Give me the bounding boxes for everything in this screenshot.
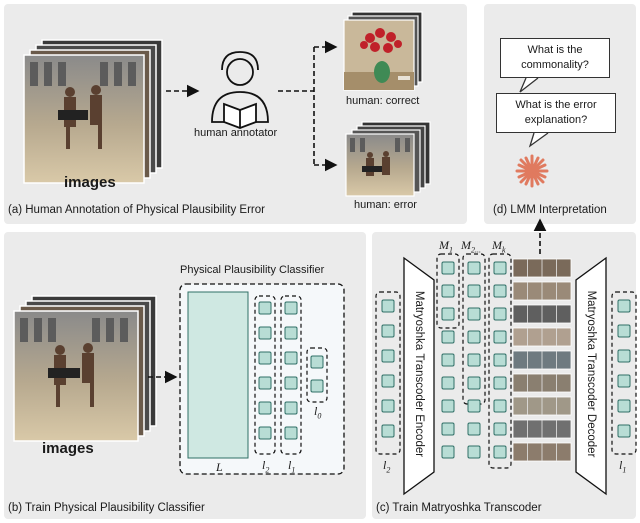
neuron-l0 xyxy=(310,355,324,369)
human-annotator-icon xyxy=(211,51,269,129)
image-stack-a xyxy=(23,39,163,184)
layer-l0-label: l0 xyxy=(314,404,322,421)
image-stack-b xyxy=(13,295,157,442)
neuron-l1 xyxy=(284,301,298,315)
neuron-l1 xyxy=(284,376,298,390)
neuron-output xyxy=(617,399,631,413)
layer-l1-label: l1 xyxy=(288,458,296,475)
neuron-input xyxy=(381,424,395,438)
neuron-latent xyxy=(493,399,507,413)
layer-L-label: L xyxy=(216,460,223,474)
images-label-a: images xyxy=(64,174,116,191)
images-label-b: images xyxy=(42,440,94,457)
neuron-input xyxy=(381,399,395,413)
neuron-l1 xyxy=(284,426,298,440)
neuron-latent xyxy=(441,422,455,436)
neuron-latent xyxy=(493,330,507,344)
neuron-l2 xyxy=(258,401,272,415)
neuron-l2 xyxy=(258,301,272,315)
right-l1-label: l1 xyxy=(619,458,627,475)
neuron-latent xyxy=(467,284,481,298)
neuron-latent xyxy=(441,353,455,367)
layer-l2-label: l2 xyxy=(262,458,270,475)
m1-label: M1 xyxy=(439,238,453,255)
neuron-input xyxy=(381,374,395,388)
neuron-input xyxy=(381,324,395,338)
neuron-latent xyxy=(441,399,455,413)
neuron-l0 xyxy=(310,379,324,393)
neuron-latent xyxy=(493,307,507,321)
neuron-l1 xyxy=(284,401,298,415)
neuron-output xyxy=(617,324,631,338)
neuron-l1 xyxy=(284,326,298,340)
neuron-l2 xyxy=(258,326,272,340)
question-bubble-1: What is the commonality? xyxy=(500,38,610,78)
transcoder xyxy=(375,218,637,496)
annotator-label: human annotator xyxy=(194,127,278,139)
neuron-input xyxy=(381,349,395,363)
caption-b: (b) Train Physical Plausibility Classifi… xyxy=(8,502,205,514)
bubble-tails xyxy=(519,77,549,148)
question-bubble-2: What is the error explanation? xyxy=(496,93,616,133)
classifier-box xyxy=(179,283,345,475)
encoder-label: Matryoshka Transcoder Encoder xyxy=(413,290,425,458)
neuron-latent xyxy=(441,284,455,298)
arrows-a xyxy=(166,40,338,172)
neuron-latent xyxy=(467,376,481,390)
neuron-l2 xyxy=(258,351,272,365)
decoder-label: Matryoshka Transcoder Decoder xyxy=(585,290,597,458)
error-image-stack xyxy=(345,121,431,197)
neuron-l2 xyxy=(258,426,272,440)
caption-c: (c) Train Matryoshka Transcoder xyxy=(376,502,542,514)
neuron-latent xyxy=(441,376,455,390)
neuron-latent xyxy=(467,353,481,367)
neuron-l2 xyxy=(258,376,272,390)
correct-label: human: correct xyxy=(346,95,420,107)
neuron-output xyxy=(617,424,631,438)
neuron-latent xyxy=(441,261,455,275)
neuron-latent xyxy=(467,445,481,459)
neuron-input xyxy=(381,299,395,313)
neuron-latent xyxy=(441,445,455,459)
figures xyxy=(58,85,102,149)
question-2-line-2: explanation? xyxy=(524,114,588,126)
neuron-output xyxy=(617,374,631,388)
question-2-line-1: What is the error xyxy=(515,99,597,111)
neuron-latent xyxy=(467,422,481,436)
caption-d: (d) LMM Interpretation xyxy=(493,204,607,216)
neuron-latent xyxy=(467,307,481,321)
caption-a: (a) Human Annotation of Physical Plausib… xyxy=(8,204,265,216)
neuron-latent xyxy=(493,353,507,367)
left-l2-label: l2 xyxy=(383,458,391,475)
neuron-latent xyxy=(467,330,481,344)
neuron-latent xyxy=(493,261,507,275)
neuron-latent xyxy=(467,261,481,275)
mk-label: Mk xyxy=(492,238,506,255)
classifier-title: Physical Plausibility Classifier xyxy=(180,264,325,276)
neuron-latent xyxy=(493,445,507,459)
neuron-latent xyxy=(441,307,455,321)
neuron-output xyxy=(617,349,631,363)
neuron-output xyxy=(617,299,631,313)
building-windows xyxy=(30,62,136,86)
neuron-l1 xyxy=(284,351,298,365)
m2-label: M2... xyxy=(461,238,481,255)
neuron-latent xyxy=(493,422,507,436)
question-1-line-2: commonality? xyxy=(521,59,589,71)
neuron-latent xyxy=(493,376,507,390)
neuron-latent xyxy=(467,399,481,413)
error-label: human: error xyxy=(354,199,417,211)
correct-image xyxy=(343,11,423,91)
lmm-starburst-icon xyxy=(515,154,549,188)
question-1-line-1: What is the xyxy=(527,44,583,56)
neuron-latent xyxy=(441,330,455,344)
neuron-latent xyxy=(493,284,507,298)
